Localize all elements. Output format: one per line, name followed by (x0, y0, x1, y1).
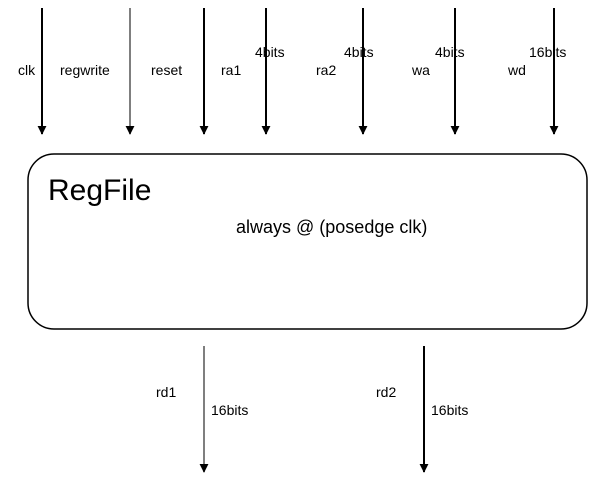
block-body-text: always @ (posedge clk) (236, 217, 427, 237)
label-wd-width: 16bits (529, 44, 566, 60)
regfile-block (27, 153, 588, 330)
label-rd2-width: 16bits (431, 402, 468, 418)
label-regwrite: regwrite (60, 62, 110, 78)
label-rd1-width: 16bits (211, 402, 248, 418)
label-ra1-width: 4bits (255, 44, 285, 60)
label-ra2-width: 4bits (344, 44, 374, 60)
label-wa-width: 4bits (435, 44, 465, 60)
label-rd1: rd1 (156, 384, 176, 400)
label-ra1: ra1 (221, 62, 241, 78)
block-title: RegFile (48, 174, 151, 207)
label-wd: wd (507, 62, 526, 78)
label-clk: clk (18, 62, 36, 78)
label-rd2: rd2 (376, 384, 396, 400)
label-wa: wa (411, 62, 430, 78)
label-ra2: ra2 (316, 62, 336, 78)
label-reset: reset (151, 62, 182, 78)
